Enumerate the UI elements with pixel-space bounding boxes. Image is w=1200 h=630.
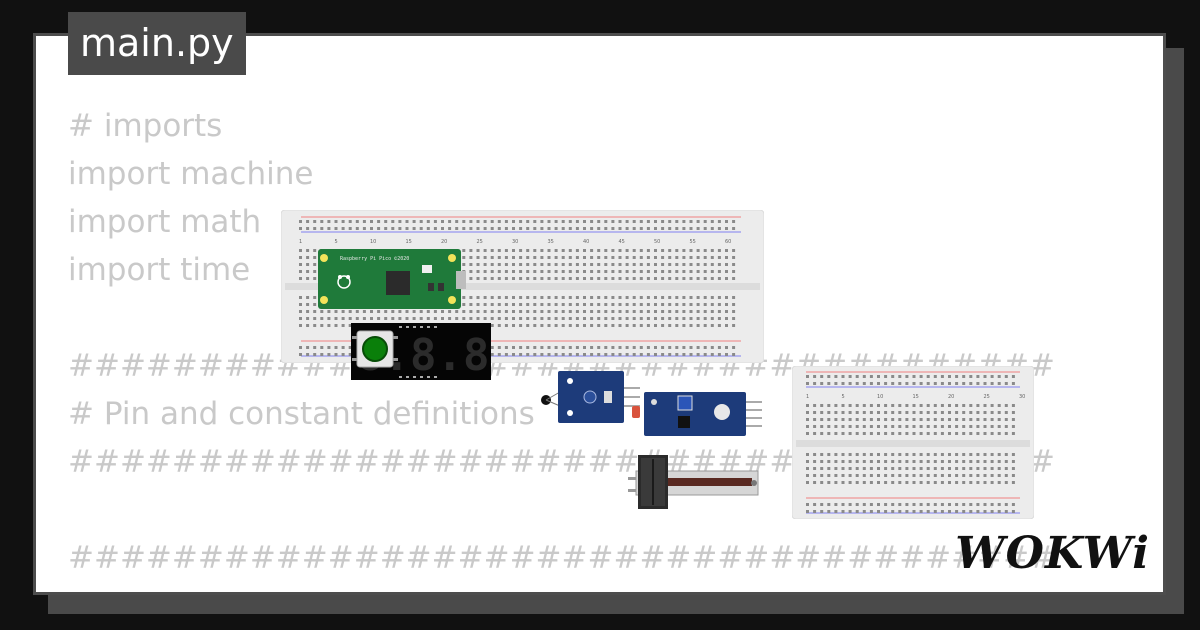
column-number: 25: [477, 239, 483, 245]
code-line: import time: [68, 252, 251, 288]
column-number: 10: [877, 394, 883, 400]
column-number: 60: [725, 239, 731, 245]
column-number: 20: [441, 239, 447, 245]
column-number: 45: [619, 239, 625, 245]
column-number: 30: [1019, 394, 1025, 400]
code-line: # imports: [68, 108, 223, 144]
code-preview: # imports import machine import math import…: [68, 102, 1068, 592]
column-number: 1: [806, 394, 809, 400]
column-number: 30: [512, 239, 518, 245]
code-line: import math: [68, 204, 262, 240]
column-number: 35: [548, 239, 554, 245]
wokwi-logo: WOKWi: [955, 528, 1150, 579]
column-number: 25: [984, 394, 990, 400]
column-number: 5: [842, 394, 845, 400]
column-number: 50: [654, 239, 660, 245]
column-number: 10: [370, 239, 376, 245]
breadboard-holes: [806, 375, 1015, 513]
column-number: 55: [690, 239, 696, 245]
column-number: 5: [335, 239, 338, 245]
raspberry-logo-icon: [337, 275, 351, 289]
file-tab[interactable]: main.py: [68, 12, 246, 75]
slide-potentiometer[interactable]: [628, 455, 760, 511]
column-number: 15: [406, 239, 412, 245]
column-number: 1: [299, 239, 302, 245]
column-number: 15: [913, 394, 919, 400]
code-line: # Global variables: [68, 582, 1068, 592]
code-line: ######################################: [68, 540, 1056, 576]
photoresistor-module: [632, 392, 762, 436]
pico-label: Raspberry Pi Pico ©2020: [340, 256, 409, 262]
code-line: import machine: [68, 156, 314, 192]
column-number: 40: [583, 239, 589, 245]
raspberry-pi-pico: Raspberry Pi Pico ©2020: [318, 249, 466, 309]
temperature-sensor-module: [541, 371, 640, 423]
column-number: 20: [948, 394, 954, 400]
code-line: # Pin and constant definitions: [68, 396, 535, 432]
pushbutton[interactable]: [352, 328, 398, 370]
